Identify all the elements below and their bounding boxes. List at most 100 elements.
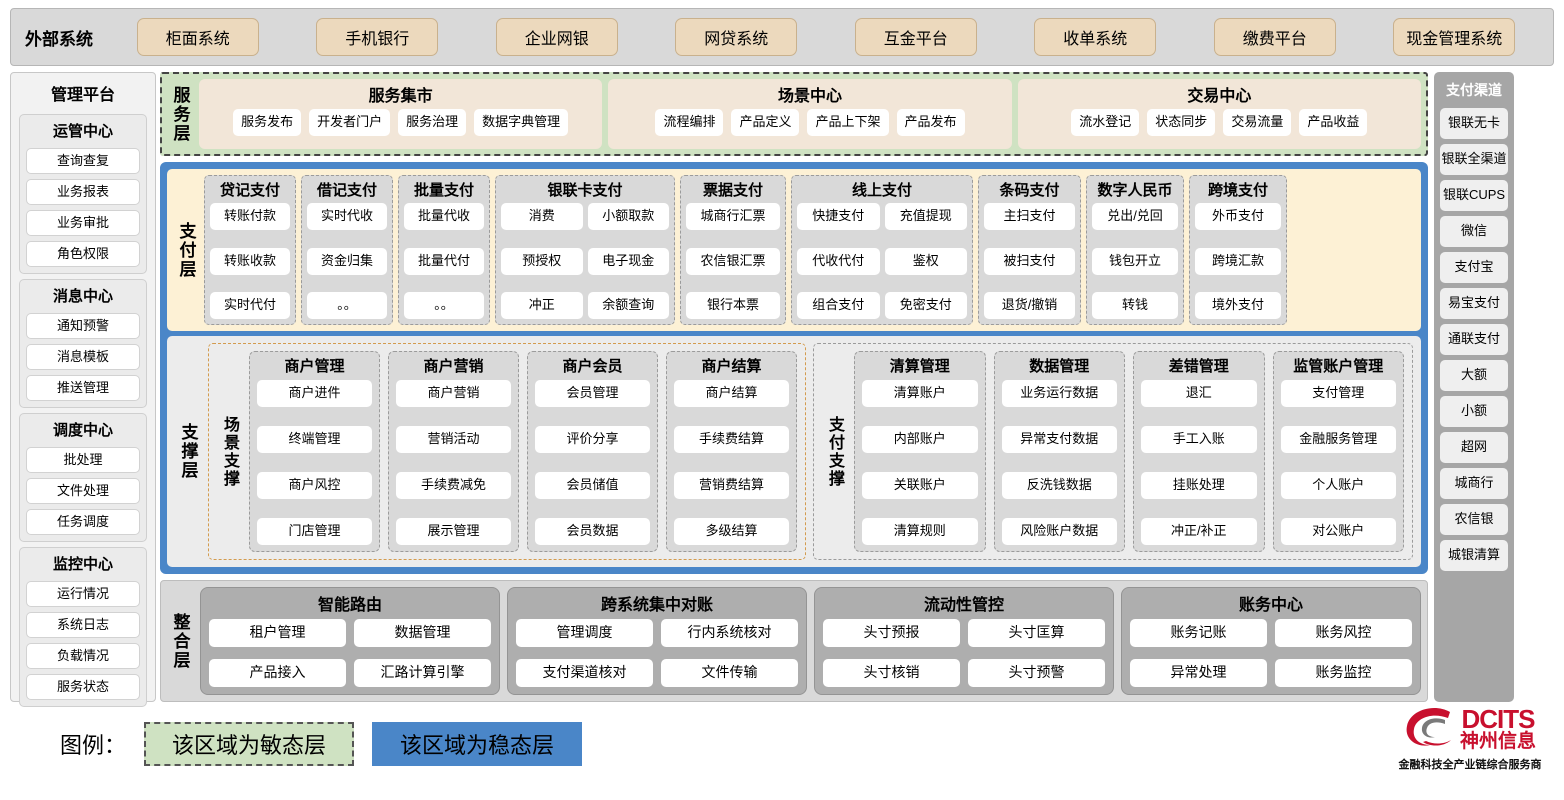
management-item[interactable]: 负载情况 <box>26 643 140 669</box>
payment-item[interactable]: 余额查询 <box>587 292 669 319</box>
payment-channel-item[interactable]: 微信 <box>1440 216 1508 247</box>
pay-support-item[interactable]: 内部账户 <box>862 426 978 453</box>
management-item[interactable]: 消息模板 <box>26 344 140 370</box>
service-item[interactable]: 服务发布 <box>233 109 302 136</box>
scene-support-item[interactable]: 终端管理 <box>257 426 372 453</box>
payment-channel-item[interactable]: 大额 <box>1440 360 1508 391</box>
payment-item[interactable]: 预授权 <box>501 247 583 275</box>
payment-channel-item[interactable]: 银联无卡 <box>1440 108 1508 139</box>
payment-channel-item[interactable]: 农信银 <box>1440 504 1508 535</box>
pay-support-item[interactable]: 反洗钱数据 <box>1001 472 1117 499</box>
pay-support-item[interactable]: 退汇 <box>1141 380 1257 407</box>
service-item[interactable]: 产品上下架 <box>807 109 889 136</box>
pay-support-item[interactable]: 对公账户 <box>1280 518 1396 545</box>
payment-item[interactable]: 消费 <box>501 203 583 230</box>
payment-item[interactable]: 组合支付 <box>797 292 880 319</box>
pay-support-item[interactable]: 业务运行数据 <box>1001 380 1117 407</box>
payment-item[interactable]: 冲正 <box>501 292 583 319</box>
management-item[interactable]: 文件处理 <box>26 478 140 504</box>
integration-item[interactable]: 头寸预警 <box>968 659 1105 687</box>
payment-item[interactable]: 农信银汇票 <box>686 247 780 275</box>
payment-item[interactable]: 电子现金 <box>587 247 669 275</box>
integration-item[interactable]: 产品接入 <box>209 659 346 687</box>
scene-support-item[interactable]: 营销活动 <box>396 426 511 453</box>
payment-channel-item[interactable]: 超网 <box>1440 432 1508 463</box>
payment-channel-item[interactable]: 易宝支付 <box>1440 288 1508 319</box>
scene-support-item[interactable]: 多级结算 <box>674 518 789 545</box>
payment-item[interactable]: 转账付款 <box>210 203 290 230</box>
scene-support-item[interactable]: 评价分享 <box>535 426 650 453</box>
management-item[interactable]: 通知预警 <box>26 313 140 339</box>
external-system-item[interactable]: 现金管理系统 <box>1393 18 1516 56</box>
payment-channel-item[interactable]: 银联CUPS <box>1440 180 1508 211</box>
payment-item[interactable]: 。。 <box>404 292 484 319</box>
pay-support-item[interactable]: 手工入账 <box>1141 426 1257 453</box>
payment-item[interactable]: 小额取款 <box>587 203 669 230</box>
payment-item[interactable]: 转钱 <box>1092 292 1178 319</box>
management-item[interactable]: 任务调度 <box>26 509 140 535</box>
payment-item[interactable]: 转账收款 <box>210 247 290 275</box>
payment-channel-item[interactable]: 城银清算 <box>1440 540 1508 571</box>
scene-support-item[interactable]: 手续费减免 <box>396 472 511 499</box>
service-item[interactable]: 流程编排 <box>655 109 724 136</box>
management-item[interactable]: 角色权限 <box>26 241 140 267</box>
payment-channel-item[interactable]: 城商行 <box>1440 468 1508 499</box>
service-item[interactable]: 流水登记 <box>1071 109 1140 136</box>
integration-item[interactable]: 支付渠道核对 <box>516 659 653 687</box>
payment-item[interactable]: 被扫支付 <box>984 247 1075 275</box>
payment-item[interactable]: 资金归集 <box>307 247 387 275</box>
payment-item[interactable]: 。。 <box>307 292 387 319</box>
payment-item[interactable]: 代收代付 <box>797 247 880 275</box>
management-item[interactable]: 系统日志 <box>26 612 140 638</box>
payment-item[interactable]: 退货/撤销 <box>984 292 1075 319</box>
pay-support-item[interactable]: 关联账户 <box>862 472 978 499</box>
external-system-item[interactable]: 网贷系统 <box>675 18 798 56</box>
pay-support-item[interactable]: 异常支付数据 <box>1001 426 1117 453</box>
service-item[interactable]: 交易流量 <box>1223 109 1292 136</box>
scene-support-item[interactable]: 商户进件 <box>257 380 372 407</box>
management-item[interactable]: 批处理 <box>26 447 140 473</box>
payment-channel-item[interactable]: 支付宝 <box>1440 252 1508 283</box>
scene-support-item[interactable]: 商户营销 <box>396 380 511 407</box>
payment-item[interactable]: 批量代收 <box>404 203 484 230</box>
payment-item[interactable]: 钱包开立 <box>1092 247 1178 275</box>
service-item[interactable]: 开发者门户 <box>309 109 391 136</box>
external-system-item[interactable]: 手机银行 <box>316 18 439 56</box>
service-item[interactable]: 产品发布 <box>896 109 965 136</box>
scene-support-item[interactable]: 会员管理 <box>535 380 650 407</box>
payment-channel-item[interactable]: 银联全渠道 <box>1440 144 1508 175</box>
service-item[interactable]: 产品定义 <box>731 109 800 136</box>
integration-item[interactable]: 头寸预报 <box>823 619 960 647</box>
payment-item[interactable]: 境外支付 <box>1195 292 1281 319</box>
management-item[interactable]: 推送管理 <box>26 375 140 401</box>
scene-support-item[interactable]: 营销费结算 <box>674 472 789 499</box>
management-item[interactable]: 查询查复 <box>26 148 140 174</box>
integration-item[interactable]: 头寸核销 <box>823 659 960 687</box>
integration-item[interactable]: 管理调度 <box>516 619 653 647</box>
pay-support-item[interactable]: 冲正/补正 <box>1141 518 1257 545</box>
service-item[interactable]: 状态同步 <box>1147 109 1216 136</box>
management-item[interactable]: 业务报表 <box>26 179 140 205</box>
scene-support-item[interactable]: 手续费结算 <box>674 426 789 453</box>
scene-support-item[interactable]: 展示管理 <box>396 518 511 545</box>
external-system-item[interactable]: 收单系统 <box>1034 18 1157 56</box>
scene-support-item[interactable]: 门店管理 <box>257 518 372 545</box>
pay-support-item[interactable]: 支付管理 <box>1280 380 1396 407</box>
integration-item[interactable]: 账务风控 <box>1275 619 1412 647</box>
payment-item[interactable]: 实时代收 <box>307 203 387 230</box>
integration-item[interactable]: 异常处理 <box>1130 659 1267 687</box>
integration-item[interactable]: 账务监控 <box>1275 659 1412 687</box>
external-system-item[interactable]: 企业网银 <box>495 18 618 56</box>
service-item[interactable]: 数据字典管理 <box>474 109 569 136</box>
scene-support-item[interactable]: 会员数据 <box>535 518 650 545</box>
pay-support-item[interactable]: 风险账户数据 <box>1001 518 1117 545</box>
scene-support-item[interactable]: 商户风控 <box>257 472 372 499</box>
integration-item[interactable]: 文件传输 <box>661 659 798 687</box>
external-system-item[interactable]: 互金平台 <box>854 18 977 56</box>
management-item[interactable]: 运行情况 <box>26 581 140 607</box>
integration-item[interactable]: 租户管理 <box>209 619 346 647</box>
integration-item[interactable]: 数据管理 <box>354 619 491 647</box>
external-system-item[interactable]: 柜面系统 <box>136 18 259 56</box>
integration-item[interactable]: 行内系统核对 <box>661 619 798 647</box>
payment-item[interactable]: 银行本票 <box>686 292 780 319</box>
